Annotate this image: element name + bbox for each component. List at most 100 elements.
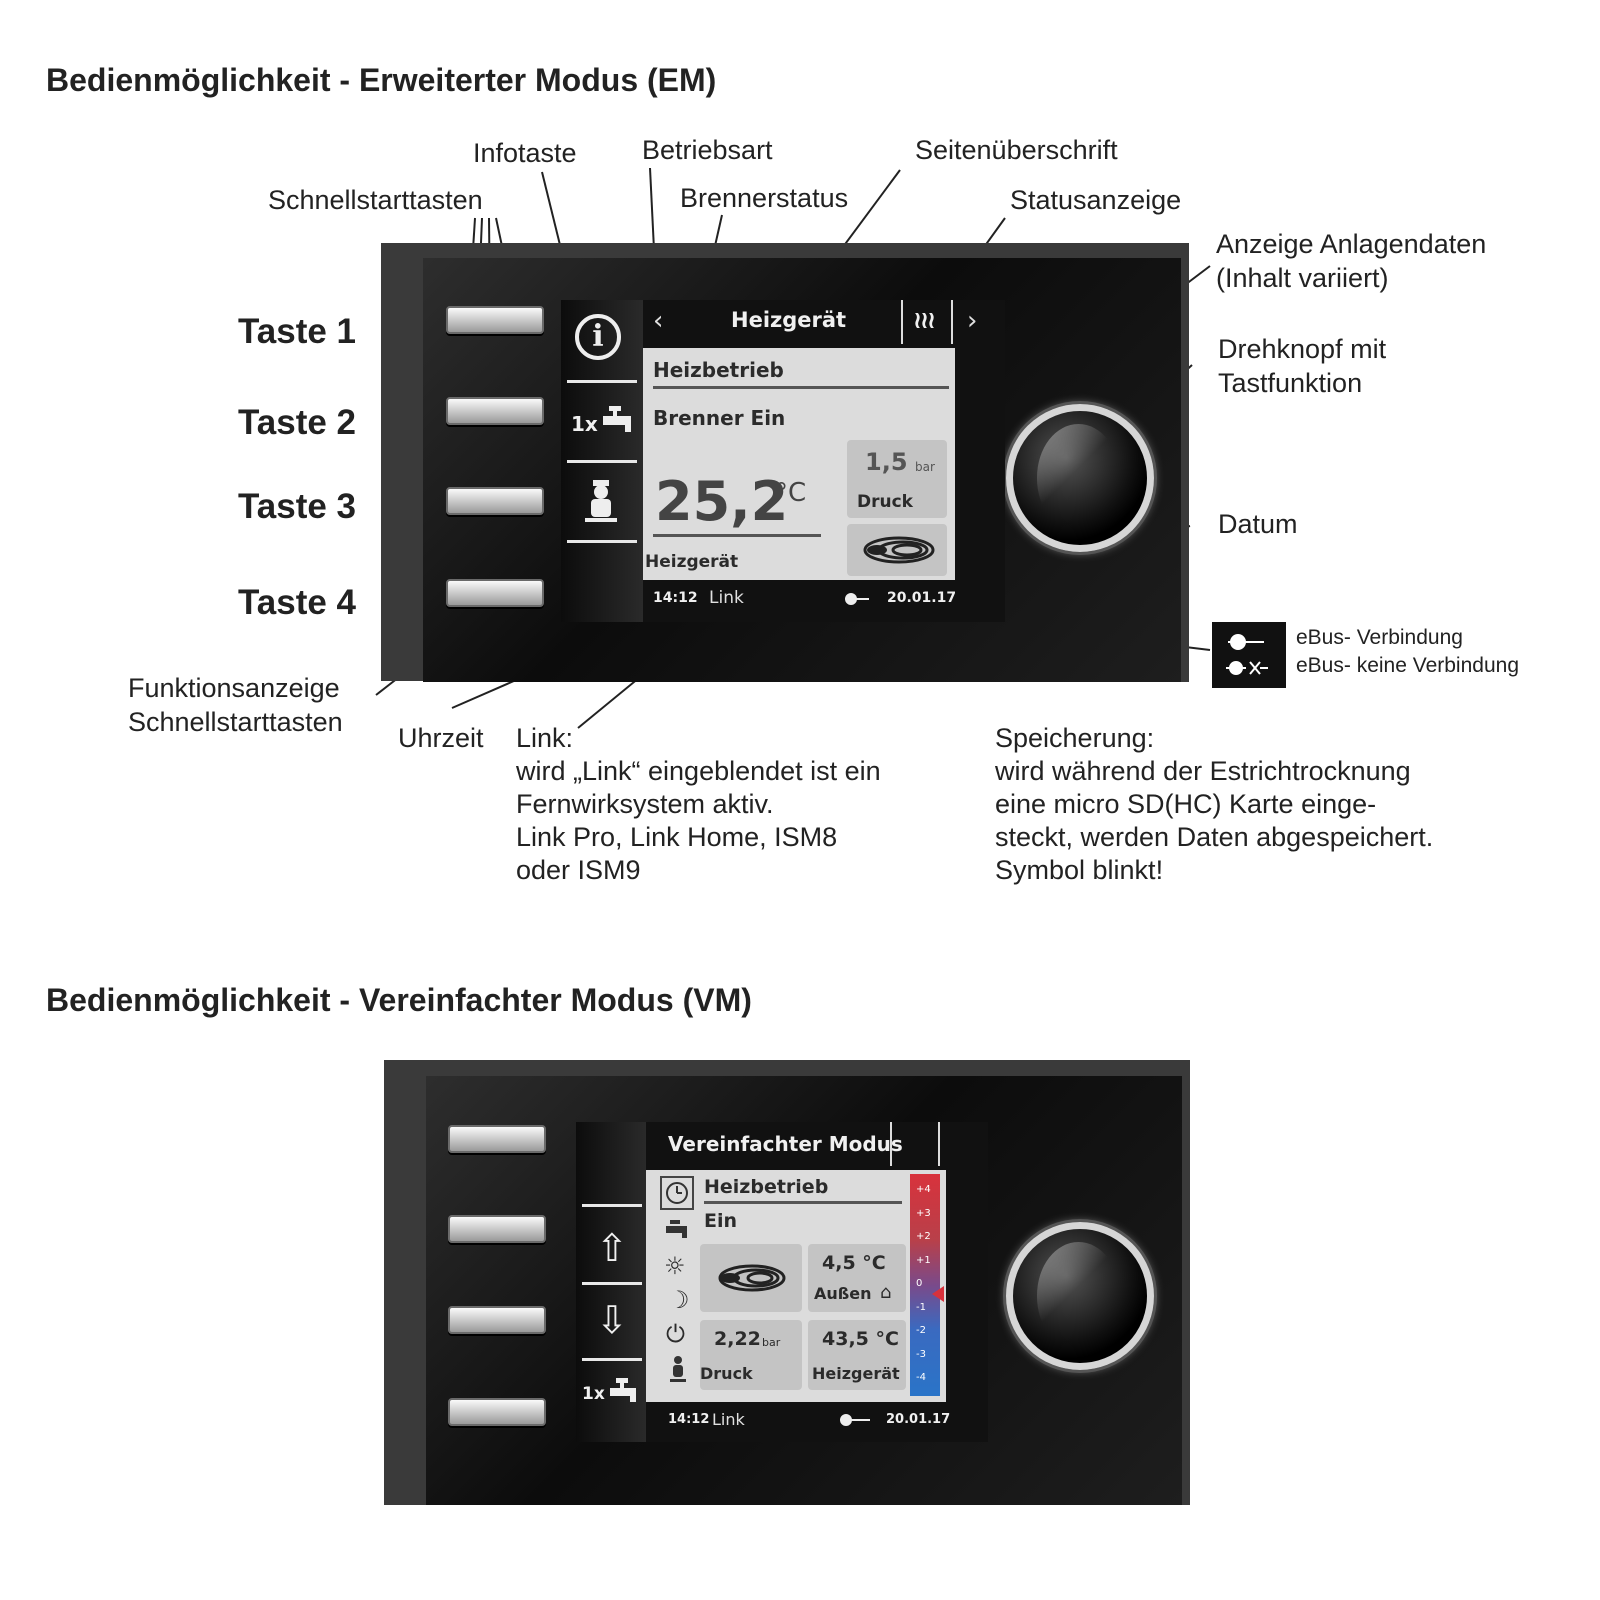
em-content-area: Heizbetrieb Brenner Ein 25,2 °C Heizgerä… xyxy=(643,348,955,580)
power-icon[interactable]: ⏻ xyxy=(666,1320,685,1348)
outside-temp-tile: 4,5 °C Außen ⌂ xyxy=(808,1244,906,1312)
vm-clock-time: 14:12 xyxy=(668,1412,710,1427)
vm-quick-button-1[interactable] xyxy=(448,1125,546,1153)
outside-temp-value: 4,5 °C xyxy=(822,1252,886,1274)
vm-pressure-tile: 2,22 bar Druck xyxy=(700,1320,802,1390)
outside-temp-label: Außen xyxy=(814,1284,872,1303)
plug-icon xyxy=(1226,634,1268,675)
vm-date-display: 20.01.17 xyxy=(886,1412,951,1427)
sun-icon[interactable]: ☼ xyxy=(664,1252,686,1280)
heating-status-icon: ≀≀≀ xyxy=(913,306,936,334)
header-divider xyxy=(938,1122,940,1166)
clock-icon xyxy=(666,1182,688,1204)
sidebar-divider xyxy=(567,540,637,543)
rotary-knob[interactable] xyxy=(1006,404,1154,552)
pressure-label: Druck xyxy=(857,492,913,512)
speicher-note: Speicherung: wird während der Estrichtro… xyxy=(995,723,1434,885)
sidebar-divider xyxy=(582,1282,642,1285)
ebus-legend-box xyxy=(1212,622,1286,688)
quick-button-1[interactable] xyxy=(446,306,544,334)
label-uhrzeit: Uhrzeit xyxy=(398,723,484,753)
nav-right-icon[interactable]: › xyxy=(967,306,978,336)
scale-labels: +4 +3 +2 +1 0 -1 -2 -3 -4 xyxy=(916,1184,931,1383)
vm-title: Bedienmöglichkeit - Vereinfachter Modus … xyxy=(46,982,752,1018)
quick-button-4[interactable] xyxy=(446,579,544,607)
vm-mode-underline xyxy=(704,1201,902,1204)
clock-icon-frame[interactable] xyxy=(660,1176,694,1210)
boiler-temp-value: 43,5 °C xyxy=(822,1328,899,1350)
label-seitenueberschrift: Seitenüberschrift xyxy=(915,135,1118,165)
temperature-scale: +4 +3 +2 +1 0 -1 -2 -3 -4 xyxy=(910,1174,940,1396)
flame-icon xyxy=(718,1264,786,1292)
operating-mode: Heizbetrieb xyxy=(653,358,784,382)
label-taste-3: Taste 3 xyxy=(238,487,357,526)
label-datum: Datum xyxy=(1218,509,1298,539)
vm-content-area: ☼ ☽ ⏻ Heizbetrieb Ein 4,5 °C Außen ⌂ 2,2… xyxy=(646,1170,946,1402)
nav-left-icon[interactable]: ‹ xyxy=(653,306,664,336)
temperature-unit: °C xyxy=(775,478,807,508)
em-quickstart-sidebar: i 1x xyxy=(561,300,643,622)
label-ebus-keine-verbindung: eBus- keine Verbindung xyxy=(1296,654,1519,677)
label-ebus-verbindung: eBus- Verbindung xyxy=(1296,626,1463,649)
vm-quick-1x-label: 1x xyxy=(582,1384,605,1404)
page-header: Heizgerät xyxy=(731,308,847,332)
quick-1x-label: 1x xyxy=(571,412,598,436)
pressure-unit: bar xyxy=(915,460,935,474)
sidebar-divider xyxy=(567,380,637,383)
label-drehknopf: Drehknopf mit Tastfunktion xyxy=(1218,334,1387,398)
quick-button-3[interactable] xyxy=(446,487,544,515)
temperature-value: 25,2 xyxy=(655,470,789,533)
clock-time: 14:12 xyxy=(653,590,698,606)
burner-status: Brenner Ein xyxy=(653,406,786,430)
plug-icon xyxy=(845,593,869,605)
thermometer-house-icon: ⌂ xyxy=(880,1282,892,1303)
link-indicator: Link xyxy=(709,588,744,608)
label-brennerstatus: Brennerstatus xyxy=(680,183,849,213)
link-note: Link: wird „Link“ eingeblendet ist ein F… xyxy=(516,723,881,885)
vm-screen: ⇧ ⇩ 1x Vereinfachter Modus ☼ ☽ ⏻ Heizbet… xyxy=(576,1122,988,1442)
mode-underline xyxy=(653,386,949,389)
flame-icon xyxy=(863,536,935,564)
arrow-down-icon[interactable]: ⇩ xyxy=(596,1298,628,1342)
vm-rotary-knob[interactable] xyxy=(1006,1222,1154,1370)
em-screen: i 1x ‹ Heizgerät ≀≀≀ › Heizbetrieb Brenn… xyxy=(561,300,1005,622)
quick-button-2[interactable] xyxy=(446,397,544,425)
tap-icon xyxy=(603,406,631,432)
scale-marker xyxy=(932,1286,944,1302)
label-anzeige-anlagendaten: Anzeige Anlagendaten (Inhalt variiert) xyxy=(1216,229,1487,293)
vm-page-header: Vereinfachter Modus xyxy=(668,1132,903,1156)
tap-icon[interactable] xyxy=(664,1216,694,1244)
plug-icon xyxy=(840,1414,870,1426)
vm-quick-button-4[interactable] xyxy=(448,1398,546,1426)
label-taste-1: Taste 1 xyxy=(238,312,357,351)
pressure-tile: 1,5 bar Druck xyxy=(847,440,947,518)
pressure-value: 1,5 xyxy=(865,448,908,476)
vm-quick-button-3[interactable] xyxy=(448,1306,546,1334)
label-funktionsanzeige: Funktionsanzeige Schnellstarttasten xyxy=(128,673,343,737)
label-schnellstarttasten: Schnellstarttasten xyxy=(268,185,483,215)
chimney-sweep-icon[interactable] xyxy=(668,1354,688,1386)
label-taste-2: Taste 2 xyxy=(238,403,357,442)
temp-underline xyxy=(653,534,821,537)
sidebar-divider xyxy=(567,460,637,463)
chimney-sweep-icon xyxy=(585,480,617,522)
vm-quickstart-sidebar: ⇧ ⇩ 1x xyxy=(576,1122,646,1442)
vm-link-indicator: Link xyxy=(712,1410,745,1429)
label-taste-4: Taste 4 xyxy=(238,583,357,622)
label-statusanzeige: Statusanzeige xyxy=(1010,185,1182,215)
moon-icon[interactable]: ☽ xyxy=(668,1286,690,1314)
status-area: ≀≀≀ xyxy=(901,300,953,344)
flame-tile xyxy=(847,524,947,576)
boiler-temp-tile: 43,5 °C Heizgerät xyxy=(808,1320,906,1390)
vm-pressure-label: Druck xyxy=(700,1364,753,1383)
arrow-up-icon[interactable]: ⇧ xyxy=(596,1226,628,1270)
vm-quick-button-2[interactable] xyxy=(448,1215,546,1243)
vm-operating-state: Ein xyxy=(704,1210,738,1232)
em-title: Bedienmöglichkeit - Erweiterter Modus (E… xyxy=(46,62,717,98)
label-infotaste: Infotaste xyxy=(473,138,577,168)
vm-flame-tile xyxy=(700,1244,802,1312)
info-icon[interactable]: i xyxy=(575,314,621,360)
label-betriebsart: Betriebsart xyxy=(642,135,773,165)
sidebar-divider xyxy=(582,1204,642,1207)
header-divider xyxy=(890,1122,892,1166)
